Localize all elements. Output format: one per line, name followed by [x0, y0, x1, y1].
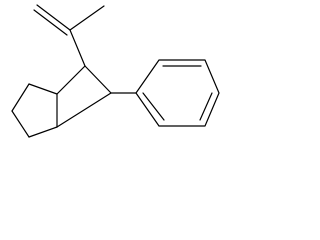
molecule-diagram	[0, 0, 220, 161]
cyclobutane-bond	[84, 65, 112, 94]
phenyl-group	[110, 59, 220, 127]
benzene-inner-double-bond	[199, 92, 213, 121]
isopropenyl-methyl-bond	[69, 5, 105, 31]
cyclopentane-ring	[11, 83, 58, 138]
isopropenyl-group	[33, 4, 105, 67]
cyclobutane-ring	[56, 65, 112, 128]
cyclopentane-bond	[28, 126, 58, 138]
cyclobutane-bond	[56, 65, 86, 95]
isopropenyl-attach-bond	[69, 29, 86, 67]
benzene-inner-double-bond	[142, 92, 165, 121]
cyclobutane-bond	[56, 92, 112, 128]
isopropenyl-double-bond-a	[36, 4, 71, 31]
cyclopentane-bond	[28, 83, 58, 95]
cyclopentane-bond	[11, 83, 30, 112]
isopropenyl-double-bond-b	[33, 9, 68, 36]
benzene-ring	[135, 59, 220, 127]
molecule-svg	[11, 4, 220, 138]
cyclopentane-bond	[11, 110, 30, 138]
